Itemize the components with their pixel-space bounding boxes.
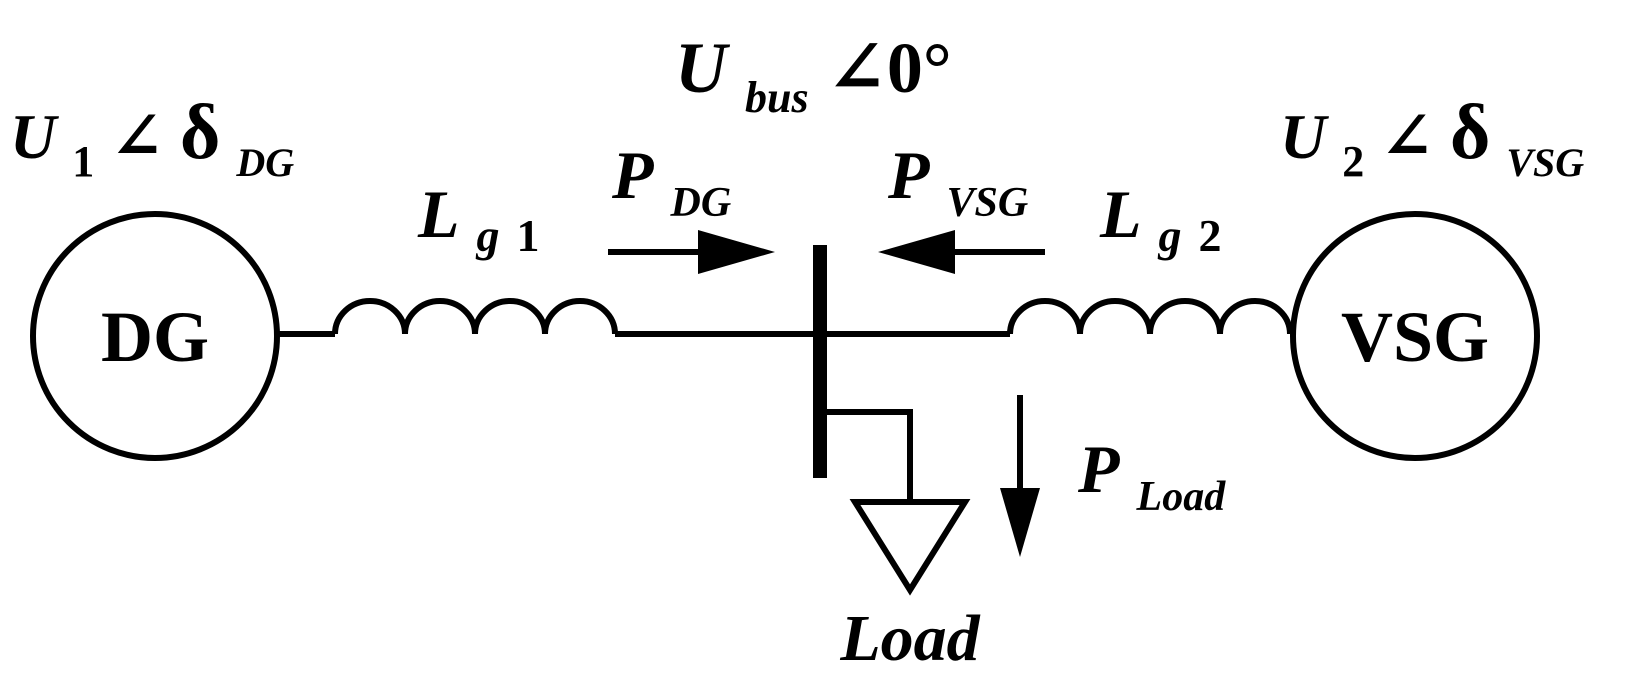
vsg-voltage-subscript: 2 bbox=[1342, 137, 1364, 186]
power-load-subscript: Load bbox=[1136, 474, 1227, 520]
vsg-angle-symbol: δ bbox=[1450, 88, 1491, 175]
power-dg-symbol: P bbox=[611, 137, 654, 213]
bus-voltage-symbol: U bbox=[675, 28, 731, 108]
power-dg-subscript: DG bbox=[670, 180, 732, 226]
vsg-label: VSG bbox=[1341, 297, 1489, 377]
vsg-voltage-label: U 2 ∠ δ VSG bbox=[1280, 88, 1584, 190]
inductor-lg2-sub-index: 2 bbox=[1199, 210, 1222, 261]
vsg-angle-subscript: VSG bbox=[1506, 140, 1584, 185]
bus-voltage-label: U bus ∠0° bbox=[675, 28, 952, 128]
dg-angle-subscript: DG bbox=[235, 140, 294, 185]
power-load-label: P Load bbox=[1077, 431, 1226, 520]
dg-angle-sign: ∠ bbox=[110, 101, 164, 172]
load-branch-wire bbox=[820, 409, 913, 502]
dg-voltage-symbol: U bbox=[10, 101, 59, 172]
power-load-arrow bbox=[1000, 395, 1040, 557]
inductor-lg2-coil bbox=[1007, 298, 1293, 335]
vsg-voltage-symbol: U bbox=[1280, 101, 1329, 172]
load-label: Load bbox=[839, 602, 980, 673]
vsg-angle-sign: ∠ bbox=[1380, 101, 1434, 172]
inductor-lg2-sub-letter: g bbox=[1158, 210, 1182, 261]
inductor-lg1-coil bbox=[332, 298, 618, 335]
power-dg-label: P DG bbox=[611, 137, 731, 226]
power-vsg-subscript: VSG bbox=[947, 180, 1029, 226]
dg-angle-symbol: δ bbox=[180, 88, 221, 175]
power-dg-arrow bbox=[608, 230, 775, 274]
power-vsg-label: P VSG bbox=[887, 137, 1028, 226]
inductor-lg1-sub-letter: g bbox=[476, 210, 500, 261]
power-vsg-symbol: P bbox=[887, 137, 930, 213]
inductor-lg1-sub-index: 1 bbox=[517, 210, 540, 261]
dg-label: DG bbox=[101, 297, 209, 377]
load-symbol bbox=[849, 499, 971, 596]
dg-voltage-label: U 1 ∠ δ DG bbox=[10, 88, 294, 190]
power-vsg-arrow bbox=[878, 230, 1045, 274]
inductor-lg1-symbol: L bbox=[417, 176, 460, 252]
inductor-lg2-symbol: L bbox=[1099, 176, 1142, 252]
bus-voltage-subscript: bus bbox=[745, 73, 809, 122]
power-load-symbol: P bbox=[1077, 431, 1120, 507]
dg-voltage-subscript: 1 bbox=[72, 137, 94, 186]
dg-generator: DG bbox=[30, 211, 280, 461]
bus-angle: ∠0° bbox=[827, 28, 952, 108]
inductor-lg2-label: L g 2 bbox=[1099, 176, 1222, 266]
inductor-lg1-label: L g 1 bbox=[417, 176, 540, 266]
vsg-generator: VSG bbox=[1290, 211, 1540, 461]
